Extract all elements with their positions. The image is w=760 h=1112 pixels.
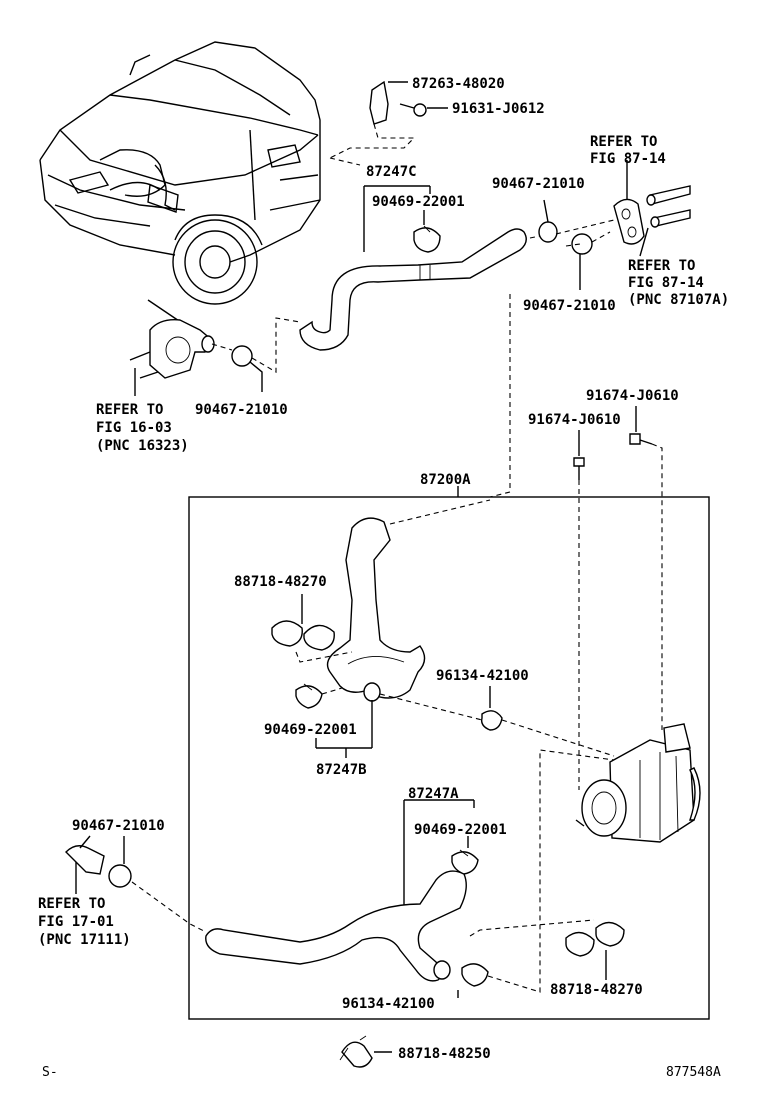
heater-pipes (639, 185, 691, 257)
clamp-90467-21010-left (231, 345, 263, 392)
label-90467-21010-top: 90467-21010 (492, 176, 585, 192)
label-87200A: 87200A (420, 472, 471, 488)
engine-pipe-fig-17-01 (65, 835, 105, 894)
label-refer-87-14-b-line3: (PNC 87107A) (628, 292, 729, 308)
bolt-91674-J0610-a (573, 430, 585, 480)
clamp-96134-42100-b (457, 963, 489, 998)
label-88718-48250: 88718-48250 (398, 1046, 491, 1062)
callout-87247B (315, 700, 373, 758)
label-refer-87-14-b-line1: REFER TO (628, 258, 695, 274)
clamp-88718-48250 (339, 1035, 392, 1068)
label-90467-21010-low: 90467-21010 (72, 818, 165, 834)
label-87247B: 87247B (316, 762, 367, 778)
label-refer-16-03-line1: REFER TO (96, 402, 163, 418)
label-refer-17-01-line1: REFER TO (38, 896, 105, 912)
label-refer-17-01-line3: (PNC 17111) (38, 932, 131, 948)
figure-code: 877548A (666, 1065, 721, 1080)
bolt-91631-J0612 (399, 103, 448, 117)
bolt-91674-J0610-b (629, 406, 653, 445)
grommet-fig-87-14 (613, 160, 645, 245)
label-90467-21010-mid: 90467-21010 (523, 298, 616, 314)
vehicle-illustration (39, 41, 321, 305)
clamp-90467-21010-low (108, 836, 132, 888)
label-refer-17-01-line2: FIG 17-01 (38, 914, 114, 930)
clamp-90467-21010-mid (571, 233, 593, 290)
callout-87247A (403, 799, 475, 912)
label-90469-22001-low: 90469-22001 (414, 822, 507, 838)
label-88718-48270-b: 88718-48270 (550, 982, 643, 998)
engine-pipe-fig-16-03 (129, 299, 215, 396)
corner-code-left: S- (42, 1065, 58, 1080)
label-90469-22001-top: 90469-22001 (372, 194, 465, 210)
label-refer-87-14-b-line2: FIG 87-14 (628, 275, 704, 291)
callout-87247C (363, 185, 431, 252)
label-87263-48020: 87263-48020 (412, 76, 505, 92)
pump-assembly (575, 723, 701, 843)
label-96134-42100-b: 96134-42100 (342, 996, 435, 1012)
label-91674-J0610-a: 91674-J0610 (586, 388, 679, 404)
hose-87247C (299, 228, 527, 351)
clamp-90469-22001-mid (295, 683, 323, 709)
clamp-90467-21010-top (538, 199, 558, 243)
hose-87247B (326, 517, 426, 702)
label-refer-87-14-a-line1: REFER TO (590, 134, 657, 150)
label-87247A: 87247A (408, 786, 459, 802)
label-91674-J0610-b: 91674-J0610 (528, 412, 621, 428)
clamp-88718-48270-b (565, 921, 625, 980)
bracket-87263-48020 (329, 80, 416, 159)
assembly-frame-87200A (188, 486, 710, 1020)
hose-87247A (205, 870, 467, 982)
label-refer-87-14-a-line2: FIG 87-14 (590, 151, 666, 167)
label-91631-J0612: 91631-J0612 (452, 101, 545, 117)
clamp-90469-22001-top (413, 225, 441, 253)
label-88718-48270-a: 88718-48270 (234, 574, 327, 590)
clamp-96134-42100-a (480, 686, 503, 731)
label-refer-16-03-line2: FIG 16-03 (96, 420, 172, 436)
label-96134-42100-a: 96134-42100 (436, 668, 529, 684)
clamp-88718-48270-a (271, 594, 335, 651)
label-90467-21010-left: 90467-21010 (195, 402, 288, 418)
label-87247C: 87247C (366, 164, 417, 180)
clamp-90469-22001-low (451, 849, 479, 875)
label-refer-16-03-line3: (PNC 16323) (96, 438, 189, 454)
label-90469-22001-mid: 90469-22001 (264, 722, 357, 738)
